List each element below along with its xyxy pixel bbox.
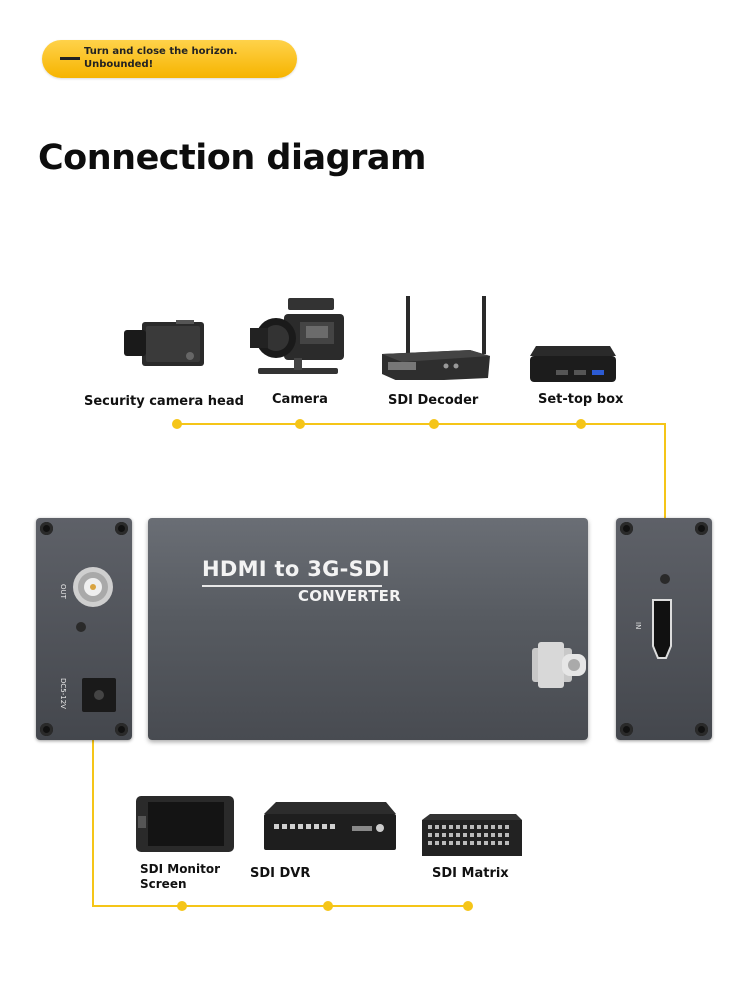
hdmi-in-port-icon [652,599,672,659]
security-camera-icon [124,320,204,366]
slogan-text: Turn and close the horizon. Unbounded! [84,45,237,71]
slogan-line-2: Unbounded! [84,59,154,70]
in-port-label: IN [634,622,642,630]
output-node-sdi-matrix [463,901,473,911]
screw [40,522,53,535]
status-led [76,622,86,632]
converter-body [148,518,588,740]
output-node-sdi-dvr [323,901,333,911]
sdi-monitor-icon [136,796,234,852]
label-sdi-dvr: SDI DVR [250,866,311,881]
set-top-box-icon [530,346,616,382]
power-port-label: DC5-12V [59,678,67,709]
bnc-connector-icon [532,642,586,688]
output-node-sdi-monitor [177,901,187,911]
screw [115,522,128,535]
label-sdi-matrix: SDI Matrix [432,866,509,881]
sdi-dvr-icon [264,802,396,850]
input-bus-line [177,423,666,545]
status-led [660,574,670,584]
slogan-badge: Turn and close the horizon. Unbounded! [42,40,297,78]
label-camera: Camera [272,392,328,407]
slogan-line-1: Turn and close the horizon. [84,46,238,57]
converter-title: HDMI to 3G-SDI [202,557,390,581]
sdi-decoder-icon [382,296,490,380]
right-end-panel: IN [616,518,712,740]
label-sdi-monitor-screen: SDI Monitor Screen [140,862,220,891]
screw [695,723,708,736]
cinema-camera-icon [250,298,344,374]
sdi-matrix-icon [422,814,522,856]
label-sdi-decoder: SDI Decoder [388,393,479,408]
bnc-out-port-icon [73,567,113,607]
out-port-label: OUT [59,584,67,599]
left-end-panel: OUT DC5-12V [36,518,132,740]
screw [115,723,128,736]
screw [695,522,708,535]
screw [620,723,633,736]
slogan-dash [60,57,80,60]
input-node-security-camera [172,419,182,429]
dc-power-jack-icon [82,678,116,712]
screw [40,723,53,736]
converter-subtitle: CONVERTER [298,587,401,605]
input-node-camera [295,419,305,429]
screw [620,522,633,535]
label-security-camera-head: Security camera head [84,394,244,409]
input-node-set-top-box [576,419,586,429]
page-title: Connection diagram [38,138,427,178]
converter-title-rule [202,585,382,587]
label-set-top-box: Set-top box [538,392,624,407]
input-node-sdi-decoder [429,419,439,429]
